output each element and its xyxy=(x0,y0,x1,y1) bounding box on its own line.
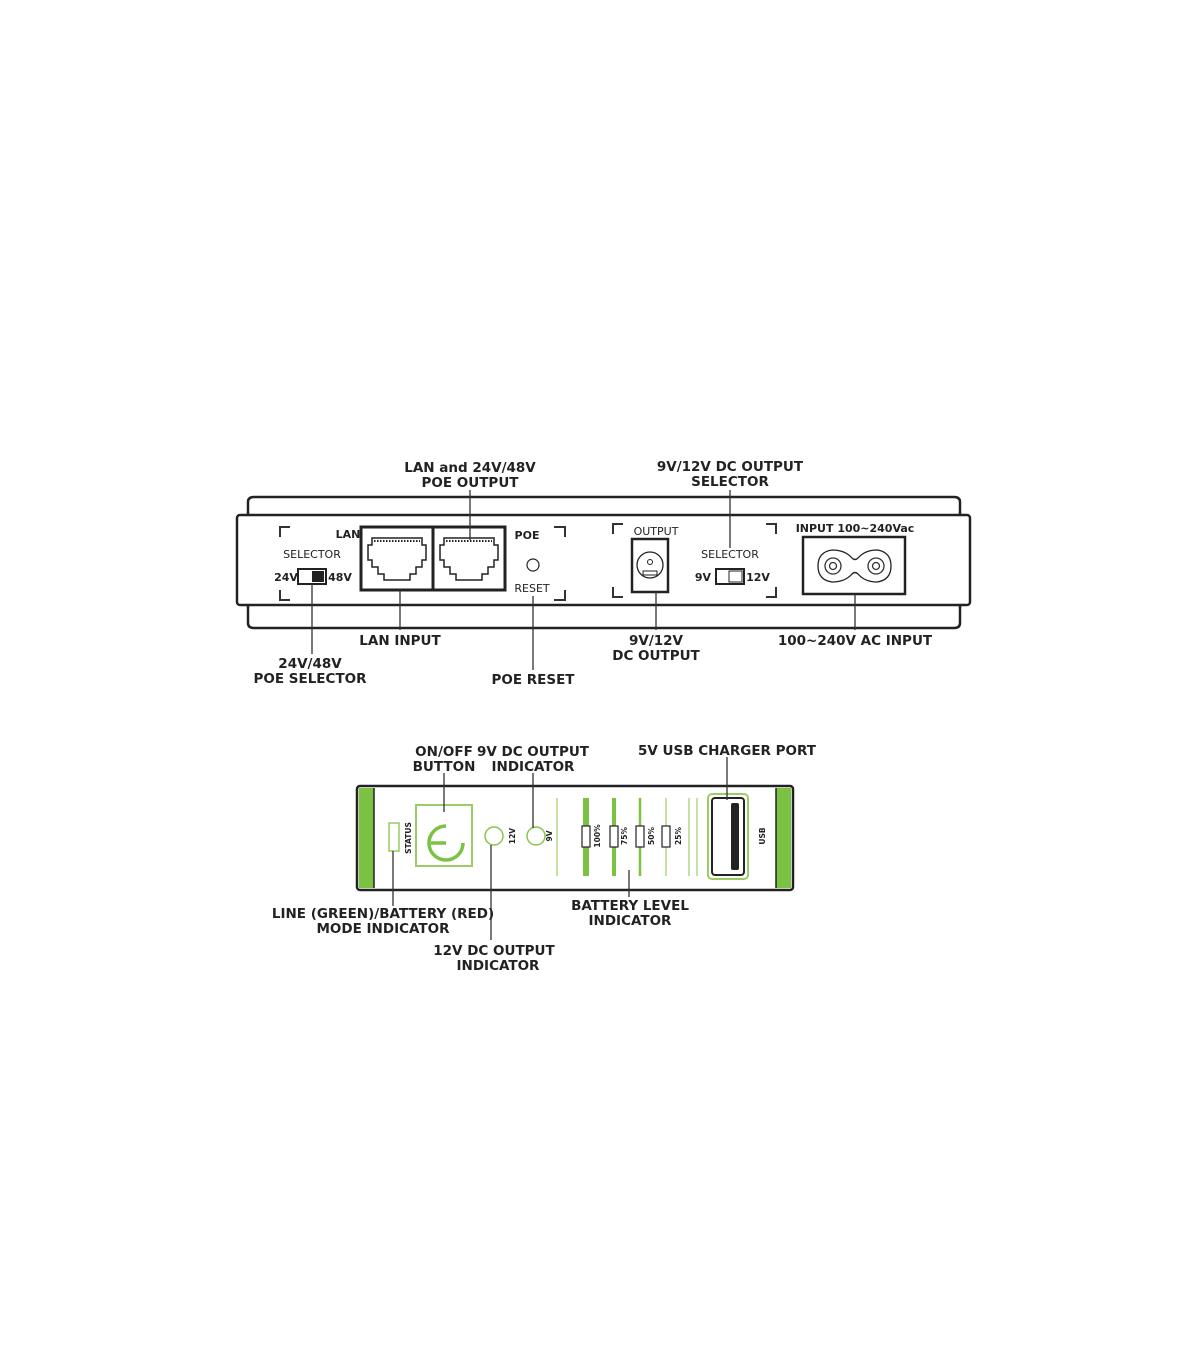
callout-9v-indicator: 9V DC OUTPUT xyxy=(477,744,590,760)
power-button[interactable] xyxy=(415,804,473,867)
battery-led-50 xyxy=(635,825,645,848)
reset-button[interactable] xyxy=(526,558,540,572)
dc-voltage-switch[interactable] xyxy=(715,568,745,585)
usb-label: USB xyxy=(758,827,767,844)
callout-on-off: ON/OFF xyxy=(415,744,473,760)
callout-usb-port: 5V USB CHARGER PORT xyxy=(638,743,817,759)
front-panel: STATUS 12V 9V 100% 75% xyxy=(272,743,817,974)
callout-dc-selector: 9V/12V DC OUTPUT xyxy=(657,459,804,475)
callout-12v-indicator: 12V DC OUTPUT xyxy=(433,943,555,959)
poe-24v-label: 24V xyxy=(274,571,298,584)
callout-dc-output: 9V/12V xyxy=(629,633,684,649)
level-100-label: 100% xyxy=(593,824,602,848)
status-led xyxy=(388,822,400,852)
callout-mode-indicator: LINE (GREEN)/BATTERY (RED) xyxy=(272,906,494,922)
poe-jack-icon xyxy=(439,537,499,581)
callout-lan-poe-output-2: POE OUTPUT xyxy=(421,475,519,491)
callout-on-off-2: BUTTON xyxy=(413,759,476,775)
level-50-label: 50% xyxy=(647,827,656,845)
callout-dc-output-2: DC OUTPUT xyxy=(612,648,700,664)
poe-48v-label: 48V xyxy=(328,571,352,584)
battery-led-25 xyxy=(661,825,671,848)
poe-selector-label: SELECTOR xyxy=(283,548,341,561)
poe-port-label: POE xyxy=(515,529,540,542)
rear-panel: SELECTOR 24V 48V LAN POE RESET OUTPUT SE… xyxy=(235,459,972,688)
usb-port[interactable] xyxy=(707,793,749,880)
power-icon xyxy=(427,824,465,862)
callout-12v-indicator-2: INDICATOR xyxy=(457,958,541,974)
rj45-ports[interactable] xyxy=(359,525,507,592)
poe-voltage-switch[interactable] xyxy=(297,568,327,585)
led-12v xyxy=(484,826,504,846)
right-end-cap xyxy=(776,788,791,888)
battery-led-75 xyxy=(609,825,619,848)
battery-led-100 xyxy=(581,825,591,848)
lan-jack-icon xyxy=(367,537,427,581)
led-9v xyxy=(526,826,546,846)
lan-port-label: LAN xyxy=(336,528,361,541)
ac-input-rating: INPUT 100~240Vac xyxy=(796,522,915,535)
reset-label: RESET xyxy=(514,582,550,595)
ac-inlet[interactable] xyxy=(801,535,907,596)
dc-9v-label: 9V xyxy=(695,571,712,584)
callout-9v-indicator-2: INDICATOR xyxy=(492,759,576,775)
label-12v: 12V xyxy=(508,828,517,844)
status-label: STATUS xyxy=(404,822,413,854)
callout-ac-input: 100~240V AC INPUT xyxy=(778,633,933,649)
callout-dc-selector-2: SELECTOR xyxy=(691,474,769,490)
callout-battery-level-2: INDICATOR xyxy=(589,913,673,929)
dc-12v-label: 12V xyxy=(746,571,770,584)
level-25-label: 25% xyxy=(674,827,683,845)
dc-selector-label: SELECTOR xyxy=(701,548,759,561)
callout-battery-level: BATTERY LEVEL xyxy=(571,898,689,914)
callout-lan-input: LAN INPUT xyxy=(359,633,441,649)
battery-level-indicator: 100% 75% 50% 25% xyxy=(556,798,698,876)
callout-poe-selector-2: POE SELECTOR xyxy=(253,671,367,687)
level-75-label: 75% xyxy=(620,827,629,845)
callout-poe-reset: POE RESET xyxy=(491,672,575,688)
callout-lan-poe-output: LAN and 24V/48V xyxy=(404,460,536,476)
callout-mode-indicator-2: MODE INDICATOR xyxy=(317,921,451,937)
callout-poe-selector: 24V/48V xyxy=(278,656,342,672)
label-9v: 9V xyxy=(545,830,554,841)
output-label: OUTPUT xyxy=(634,525,679,538)
left-end-cap xyxy=(359,788,374,888)
dc-output-jack[interactable] xyxy=(630,537,670,594)
